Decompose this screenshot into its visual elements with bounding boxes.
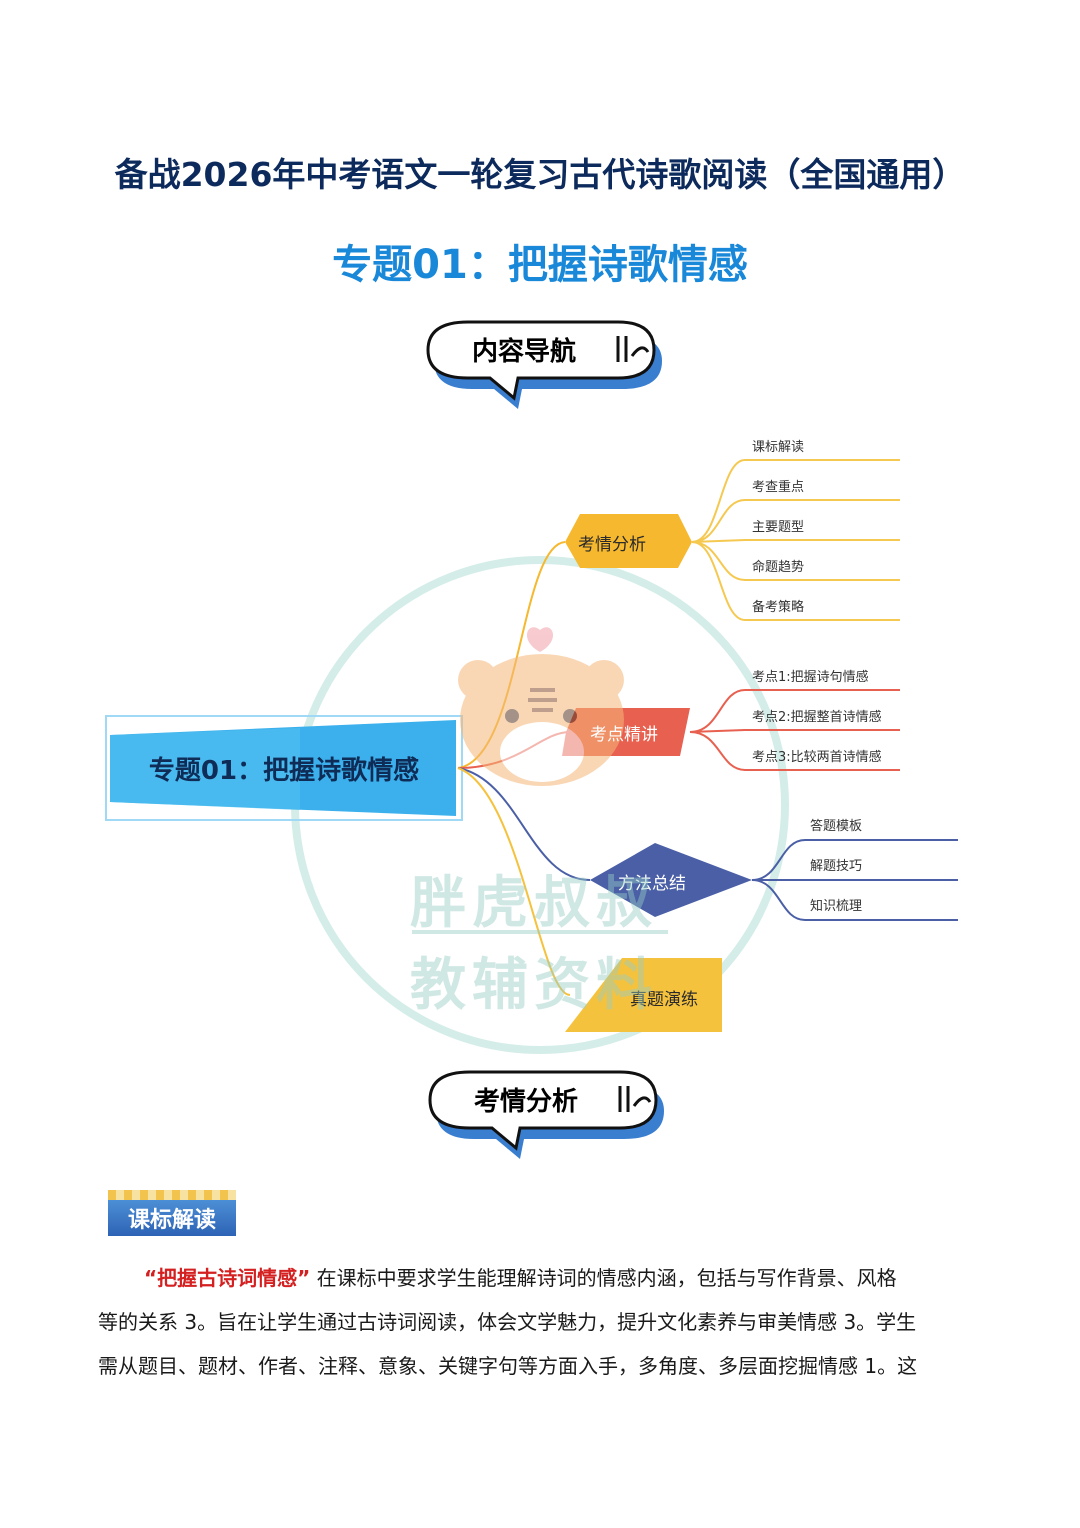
leaf-label: 课标解读 xyxy=(752,440,805,455)
badge-decoration xyxy=(108,1190,236,1200)
leaf-label: 备考策略 xyxy=(752,600,805,615)
paragraph-line-3: 需从题目、题材、作者、注释、意象、关键字句等方面入手，多角度、多层面挖掘情感 1… xyxy=(98,1354,918,1378)
mindmap-root-label: 专题01：把握诗歌情感 xyxy=(148,755,420,786)
body-paragraph: “把握古诗词情感” 在课标中要求学生能理解诗词的情感内涵，包括与写作背景、风格 … xyxy=(98,1256,988,1388)
watermark-divider xyxy=(412,930,668,934)
branch-methods-node xyxy=(590,843,752,917)
tiger-watermark-icon xyxy=(458,627,624,786)
sub-title: 专题01：把握诗歌情感 xyxy=(332,242,748,288)
sound-wave-icon xyxy=(618,1086,652,1112)
leaf-label: 主要题型 xyxy=(752,520,805,535)
branch-analysis-label: 考情分析 xyxy=(578,535,646,555)
nav-bubble: 内容导航 xyxy=(426,320,662,409)
analysis-bubble: 考情分析 xyxy=(428,1070,664,1159)
analysis-bubble-label: 考情分析 xyxy=(474,1087,578,1117)
nav-bubble-label: 内容导航 xyxy=(472,336,576,367)
main-title: 备战2026年中考语文一轮复习古代诗歌阅读（全国通用） xyxy=(114,155,966,194)
branch-keypoints-label: 考点精讲 xyxy=(590,725,658,745)
branch-methods-label: 方法总结 xyxy=(618,874,686,894)
paragraph-emphasis: “把握古诗词情感” xyxy=(144,1266,311,1290)
leaf-label: 命题趋势 xyxy=(752,560,805,575)
leaf-label: 考点2:把握整首诗情感 xyxy=(752,710,882,725)
leaf-label: 考点3:比较两首诗情感 xyxy=(752,750,882,765)
paragraph-line-1: “把握古诗词情感” 在课标中要求学生能理解诗词的情感内涵，包括与写作背景、风格 xyxy=(98,1256,988,1300)
branch-practice-label: 真题演练 xyxy=(630,990,698,1010)
leaf-label: 考查重点 xyxy=(752,480,805,495)
mindmap-root xyxy=(105,715,463,821)
paragraph-line-2: 等的关系 3。旨在让学生通过古诗词阅读，体会文学魅力，提升文化素养与审美情感 3… xyxy=(98,1310,917,1334)
branch-analysis-node xyxy=(565,514,692,568)
leaf-label: 解题技巧 xyxy=(810,859,863,874)
leaf-label: 答题模板 xyxy=(810,819,863,834)
leaf-label: 知识梳理 xyxy=(810,899,863,914)
paragraph-line1-text: 在课标中要求学生能理解诗词的情感内涵，包括与写作背景、风格 xyxy=(310,1266,897,1290)
watermark-line1: 胖虎叔叔 xyxy=(410,871,658,936)
branch-practice-node xyxy=(565,958,722,1032)
section-badge-label: 课标解读 xyxy=(108,1200,236,1236)
watermark-line2: 教辅资料 xyxy=(410,953,658,1018)
section-badge: 课标解读 xyxy=(108,1190,236,1236)
sound-wave-icon xyxy=(616,336,650,362)
leaf-label: 考点1:把握诗句情感 xyxy=(752,670,869,685)
